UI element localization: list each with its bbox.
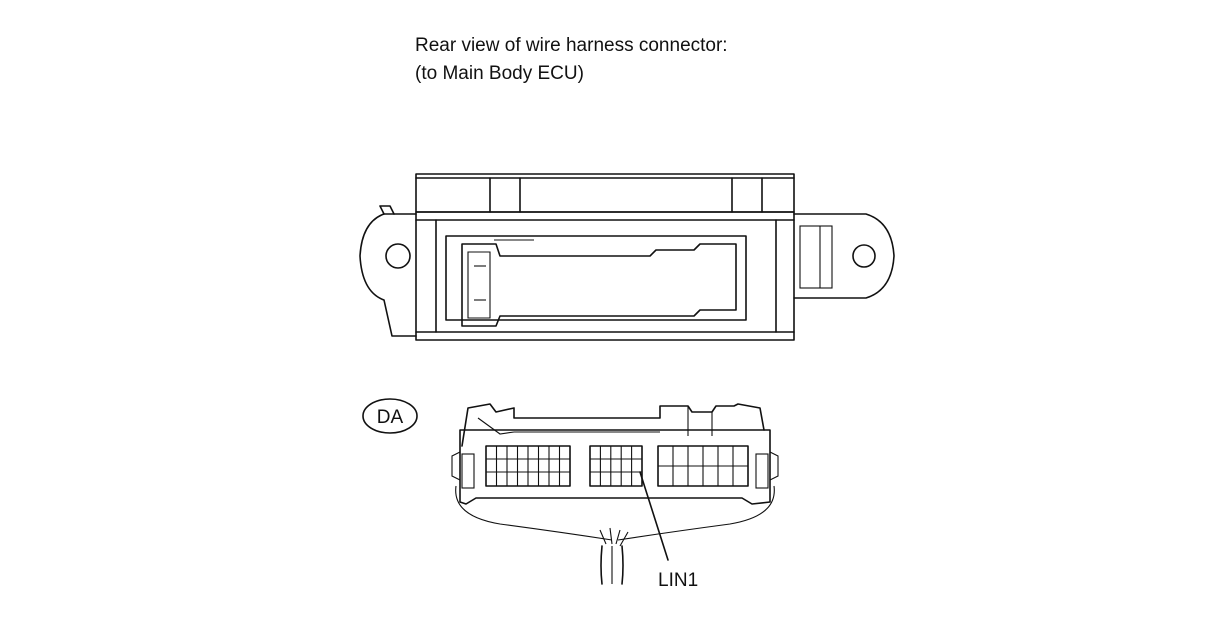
terminal-callout: LIN1 <box>639 471 698 591</box>
right-mounting-tab <box>793 213 895 299</box>
connector-code-text: DA <box>377 407 404 428</box>
terminal-cavity-grid-right <box>657 445 749 487</box>
terminal-label-lin1: LIN1 <box>658 570 698 591</box>
terminal-cavity-grid-center <box>589 445 643 487</box>
caption-title: Rear view of wire harness connector: <box>415 35 728 56</box>
wire-bundle <box>455 485 775 585</box>
caption-subtitle: (to Main Body ECU) <box>415 63 584 84</box>
left-mounting-tab <box>359 205 417 337</box>
connector-code-badge: DA <box>362 398 418 434</box>
connector-socket-opening <box>445 235 747 327</box>
ecu-connector-housing <box>415 173 795 341</box>
harness-connector-body <box>451 403 779 505</box>
callout-leader-line <box>639 471 669 561</box>
terminal-cavity-grid-left <box>485 445 571 487</box>
